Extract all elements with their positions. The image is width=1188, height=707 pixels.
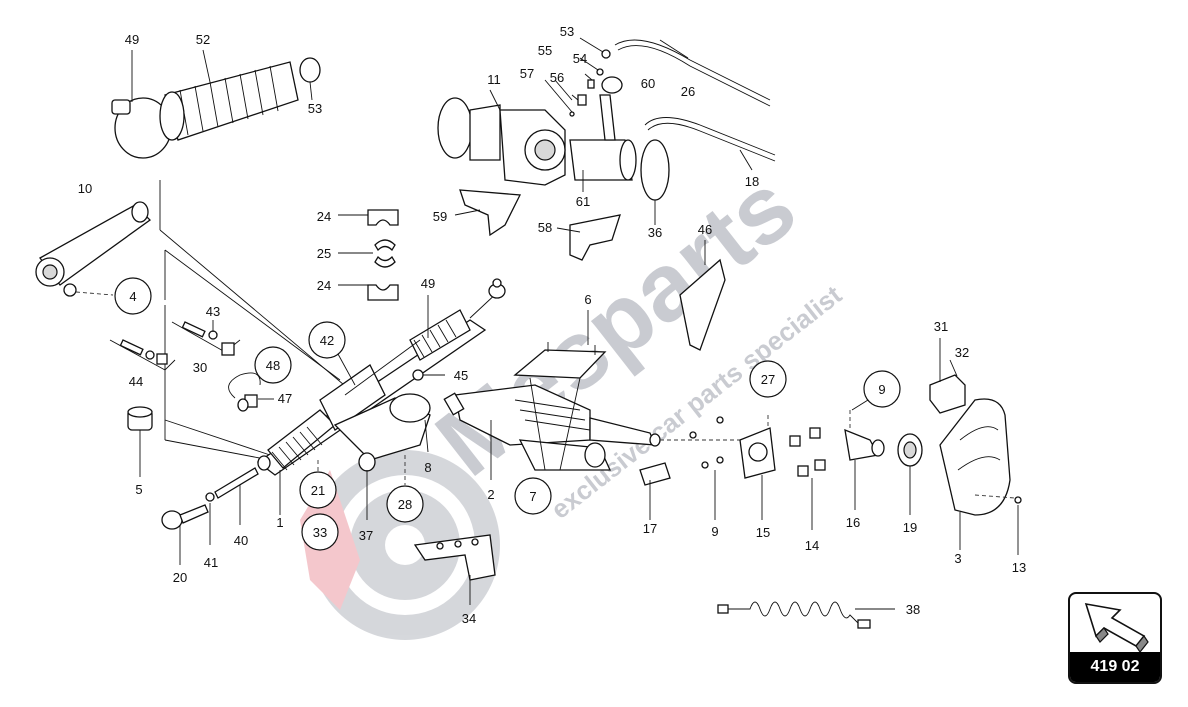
callout-18: 18 — [745, 174, 759, 189]
box-31-32 — [929, 338, 966, 414]
callout-9-circled: 9 — [878, 382, 885, 397]
clip-17 — [639, 462, 671, 520]
callout-55: 55 — [538, 43, 552, 58]
coil-cable-38 — [717, 601, 895, 629]
callout-59: 59 — [433, 209, 447, 224]
washer-45 — [412, 369, 445, 381]
tie-rod-end-20 — [161, 504, 209, 565]
plate-15 — [739, 427, 776, 520]
callout-28: 28 — [398, 497, 412, 512]
ring-19 — [897, 433, 923, 515]
clamp-bushing-25 — [338, 239, 396, 268]
callout-46: 46 — [698, 222, 712, 237]
lever-16 — [844, 428, 885, 510]
arrow-icon — [1084, 602, 1149, 654]
callout-32: 32 — [955, 345, 969, 360]
callout-49: 49 — [125, 32, 139, 47]
hose-18 — [644, 117, 776, 171]
callout-1: 1 — [276, 515, 283, 530]
callout-24-bottom: 24 — [317, 278, 331, 293]
reference-code: 419 02 — [1070, 652, 1160, 682]
screw-set-44 — [109, 339, 176, 371]
callouts: 10 49 52 53 4 44 30 43 5 48 47 42 24 25 … — [78, 24, 1026, 626]
steering-wheel-hub-3 — [939, 398, 1011, 550]
callout-49-rack: 49 — [421, 276, 435, 291]
callout-44: 44 — [129, 374, 143, 389]
tie-rod-10 — [35, 201, 151, 297]
bushes-14 — [789, 427, 826, 530]
callout-6: 6 — [584, 292, 591, 307]
callout-26: 26 — [681, 84, 695, 99]
callout-52: 52 — [196, 32, 210, 47]
callout-54: 54 — [573, 51, 587, 66]
callout-43: 43 — [206, 304, 220, 319]
callout-16: 16 — [846, 515, 860, 530]
callout-9: 9 — [711, 524, 718, 539]
callout-25: 25 — [317, 246, 331, 261]
guide-lines — [159, 180, 351, 461]
hose-26 — [614, 39, 771, 107]
callout-60: 60 — [641, 76, 655, 91]
callout-42: 42 — [320, 333, 334, 348]
rod-40 — [214, 467, 259, 525]
callout-3: 3 — [954, 551, 961, 566]
callout-33: 33 — [313, 525, 327, 540]
callout-41: 41 — [204, 555, 218, 570]
callout-53: 53 — [308, 101, 322, 116]
callout-4: 4 — [129, 289, 136, 304]
reference-box: 419 02 — [1068, 592, 1162, 684]
frame-6 — [513, 310, 607, 471]
callout-53-pump: 53 — [560, 24, 574, 39]
callout-58: 58 — [538, 220, 552, 235]
callout-11: 11 — [487, 72, 501, 87]
callout-13: 13 — [1012, 560, 1026, 575]
callout-8: 8 — [424, 460, 431, 475]
callout-7: 7 — [529, 489, 536, 504]
callout-45: 45 — [454, 368, 468, 383]
callout-47: 47 — [278, 391, 292, 406]
callout-27: 27 — [761, 372, 775, 387]
fittings-top — [544, 37, 611, 117]
callout-19: 19 — [903, 520, 917, 535]
bracket-46 — [679, 258, 726, 351]
callout-5: 5 — [135, 482, 142, 497]
clamp-shell-top — [338, 209, 399, 226]
nuts-9 — [660, 416, 740, 520]
callout-21: 21 — [311, 483, 325, 498]
callout-57: 57 — [520, 66, 534, 81]
plug-37 — [358, 452, 376, 520]
bracket-58 — [556, 214, 621, 261]
bracket-34 — [413, 534, 496, 605]
callout-20: 20 — [173, 570, 187, 585]
callout-24-top: 24 — [317, 209, 331, 224]
callout-15: 15 — [756, 525, 770, 540]
callout-36: 36 — [648, 225, 662, 240]
ring-41 — [205, 492, 215, 502]
callout-17: 17 — [643, 521, 657, 536]
watermark-logo — [300, 450, 500, 640]
screw-set-30 — [171, 321, 241, 356]
callout-40: 40 — [234, 533, 248, 548]
callout-30: 30 — [193, 360, 207, 375]
callout-10: 10 — [78, 181, 92, 196]
clamp-shell-bottom — [338, 284, 399, 301]
bush-5 — [127, 406, 153, 477]
callout-48: 48 — [266, 358, 280, 373]
callout-56: 56 — [550, 70, 564, 85]
steering-column — [443, 384, 661, 480]
callout-34: 34 — [462, 611, 476, 626]
callout-31: 31 — [934, 319, 948, 334]
callout-61: 61 — [576, 194, 590, 209]
bracket-59 — [454, 189, 522, 237]
callout-14: 14 — [805, 538, 819, 553]
boot-assembly — [111, 57, 321, 159]
callout-37: 37 — [359, 528, 373, 543]
hose-47 — [228, 372, 261, 412]
callout-38: 38 — [906, 602, 920, 617]
pump-assembly — [437, 76, 670, 225]
boot-52 — [159, 61, 299, 141]
callout-2: 2 — [487, 487, 494, 502]
